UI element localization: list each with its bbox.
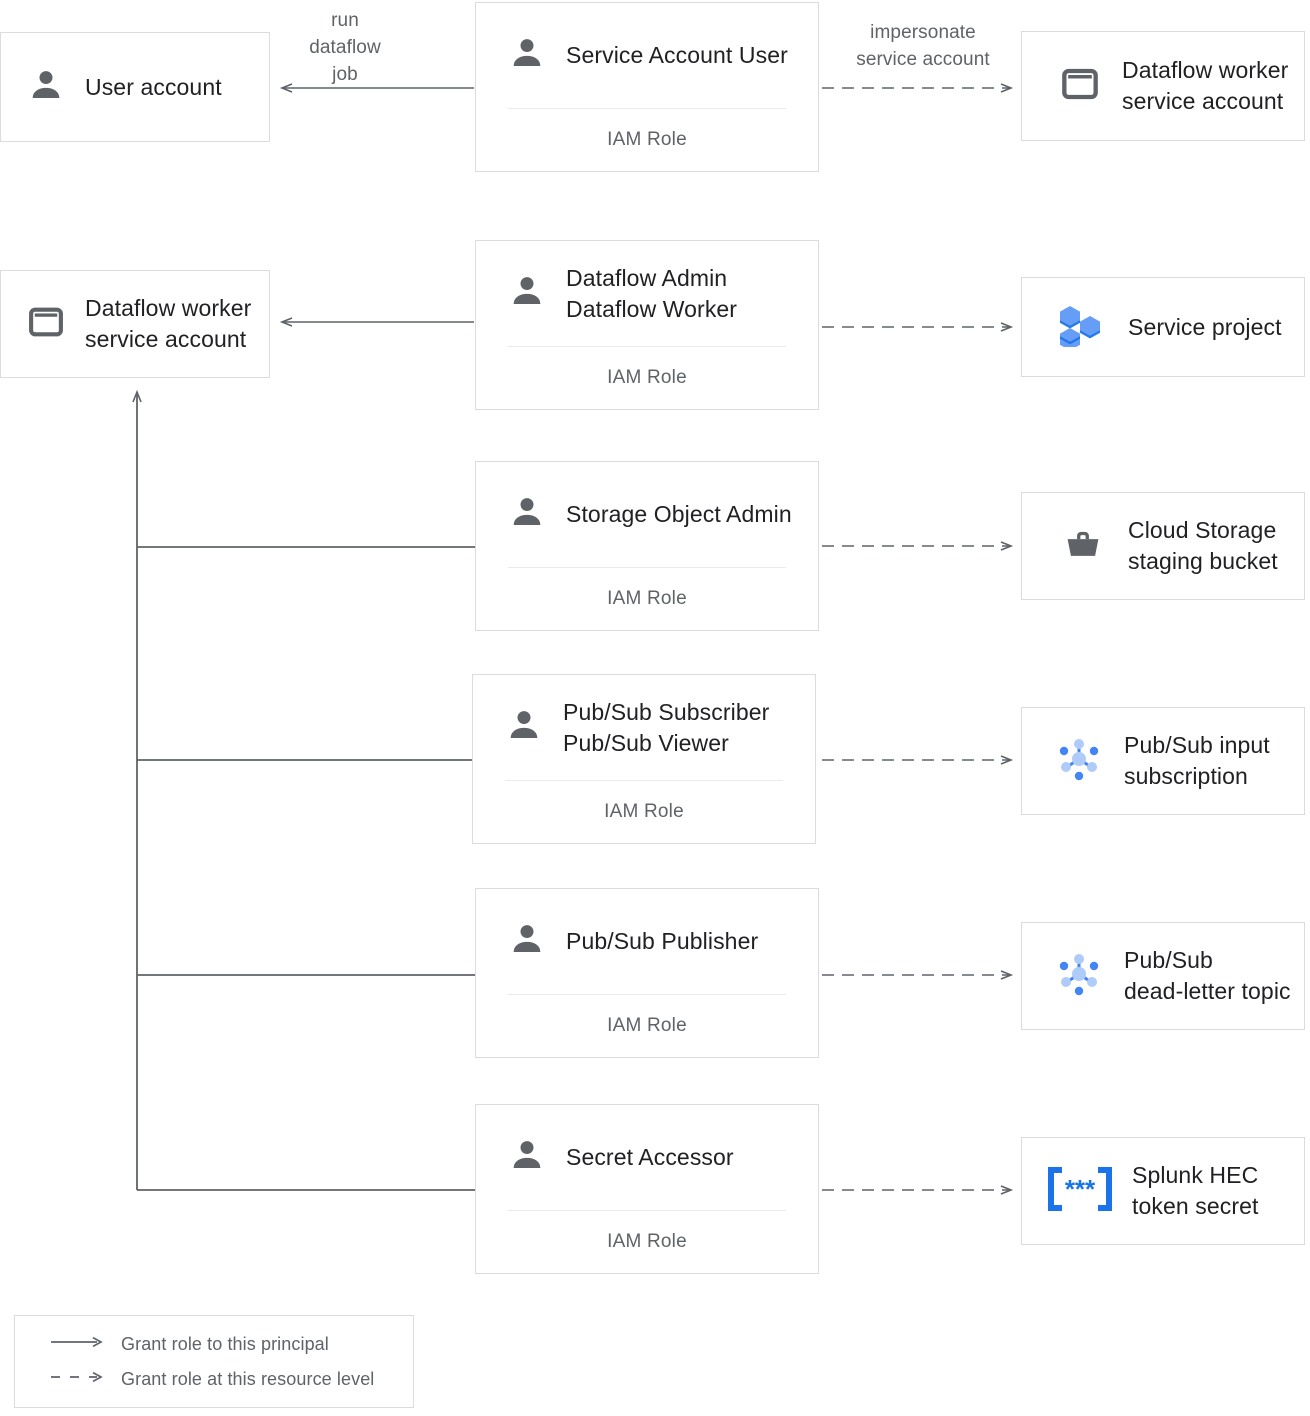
- node-label: Pub/Sub dead-letter topic: [1124, 947, 1291, 1004]
- pubsub-icon: [1054, 949, 1104, 1004]
- node-dataflow-worker-service-account-right[interactable]: Dataflow worker service account: [1021, 31, 1305, 141]
- solid-arrow-icon: [49, 1335, 105, 1354]
- node-cloud-storage-staging-bucket[interactable]: Cloud Storage staging bucket: [1021, 492, 1305, 600]
- legend-label: Grant role to this principal: [121, 1333, 329, 1354]
- person-icon: [27, 66, 65, 109]
- card-footer: IAM Role: [607, 588, 687, 609]
- node-dataflow-worker-service-account-left[interactable]: Dataflow worker service account: [0, 270, 270, 378]
- cloud-storage-bucket-icon: [1062, 523, 1104, 570]
- service-account-icon: [1060, 64, 1100, 109]
- dashed-arrow-icon: [49, 1370, 105, 1389]
- node-pubsub-dead-letter-topic[interactable]: Pub/Sub dead-letter topic: [1021, 922, 1305, 1030]
- card-pubsub-subscriber-viewer[interactable]: Pub/Sub Subscriber Pub/Sub Viewer IAM Ro…: [472, 674, 816, 844]
- person-icon: [508, 1136, 546, 1179]
- card-title: Pub/Sub Publisher: [566, 928, 759, 955]
- card-divider: [508, 108, 786, 109]
- person-icon: [508, 34, 546, 77]
- card-footer: IAM Role: [607, 367, 687, 388]
- edge-trunk-to-dataflow-worker-sa: [132, 389, 476, 1191]
- card-title: Storage Object Admin: [566, 501, 792, 528]
- card-divider: [508, 567, 786, 568]
- card-dataflow-admin-worker[interactable]: Dataflow Admin Dataflow Worker IAM Role: [475, 240, 819, 410]
- person-icon: [508, 272, 546, 315]
- node-label: Pub/Sub input subscription: [1124, 732, 1270, 789]
- person-icon: [505, 706, 543, 749]
- edge-label-run-dataflow-job: run dataflow job: [309, 10, 381, 85]
- card-title: Service Account User: [566, 42, 788, 69]
- node-service-project[interactable]: Service project: [1021, 277, 1305, 377]
- card-footer: IAM Role: [604, 801, 684, 822]
- card-divider: [508, 1210, 786, 1211]
- card-service-account-user[interactable]: Service Account User IAM Role: [475, 2, 819, 172]
- project-hexagons-icon: [1058, 303, 1106, 352]
- card-title: Dataflow Admin Dataflow Worker: [566, 264, 738, 322]
- edge-label-impersonate-service-account: impersonate service account: [856, 22, 990, 70]
- card-title: Pub/Sub Subscriber Pub/Sub Viewer: [563, 698, 770, 756]
- card-footer: IAM Role: [607, 1015, 687, 1036]
- card-divider: [508, 346, 786, 347]
- card-title: Secret Accessor: [566, 1144, 734, 1171]
- node-label: Splunk HEC token secret: [1132, 1162, 1259, 1219]
- pubsub-icon: [1054, 734, 1104, 789]
- node-label: Service project: [1128, 313, 1282, 340]
- node-label: Dataflow worker service account: [85, 295, 252, 352]
- service-account-icon: [27, 303, 65, 346]
- node-splunk-hec-token-secret[interactable]: *** Splunk HEC token secret: [1021, 1137, 1305, 1245]
- card-pubsub-publisher[interactable]: Pub/Sub Publisher IAM Role: [475, 888, 819, 1058]
- card-footer: IAM Role: [607, 1231, 687, 1252]
- legend-item-solid: Grant role to this principal: [49, 1334, 413, 1355]
- legend-label: Grant role at this resource level: [121, 1368, 375, 1389]
- card-storage-object-admin[interactable]: Storage Object Admin IAM Role: [475, 461, 819, 631]
- node-pubsub-input-subscription[interactable]: Pub/Sub input subscription: [1021, 707, 1305, 815]
- secret-manager-icon: ***: [1046, 1166, 1114, 1217]
- legend: Grant role to this principal Grant role …: [14, 1315, 414, 1408]
- node-user-account[interactable]: User account: [0, 32, 270, 142]
- card-secret-accessor[interactable]: Secret Accessor IAM Role: [475, 1104, 819, 1274]
- person-icon: [508, 920, 546, 963]
- card-divider: [505, 780, 783, 781]
- node-label: Cloud Storage staging bucket: [1128, 517, 1278, 574]
- person-icon: [508, 493, 546, 536]
- node-label: User account: [85, 73, 222, 100]
- card-footer: IAM Role: [607, 129, 687, 150]
- legend-item-dashed: Grant role at this resource level: [49, 1369, 413, 1390]
- svg-text:***: ***: [1065, 1174, 1096, 1204]
- node-label: Dataflow worker service account: [1122, 57, 1289, 114]
- card-divider: [508, 994, 786, 995]
